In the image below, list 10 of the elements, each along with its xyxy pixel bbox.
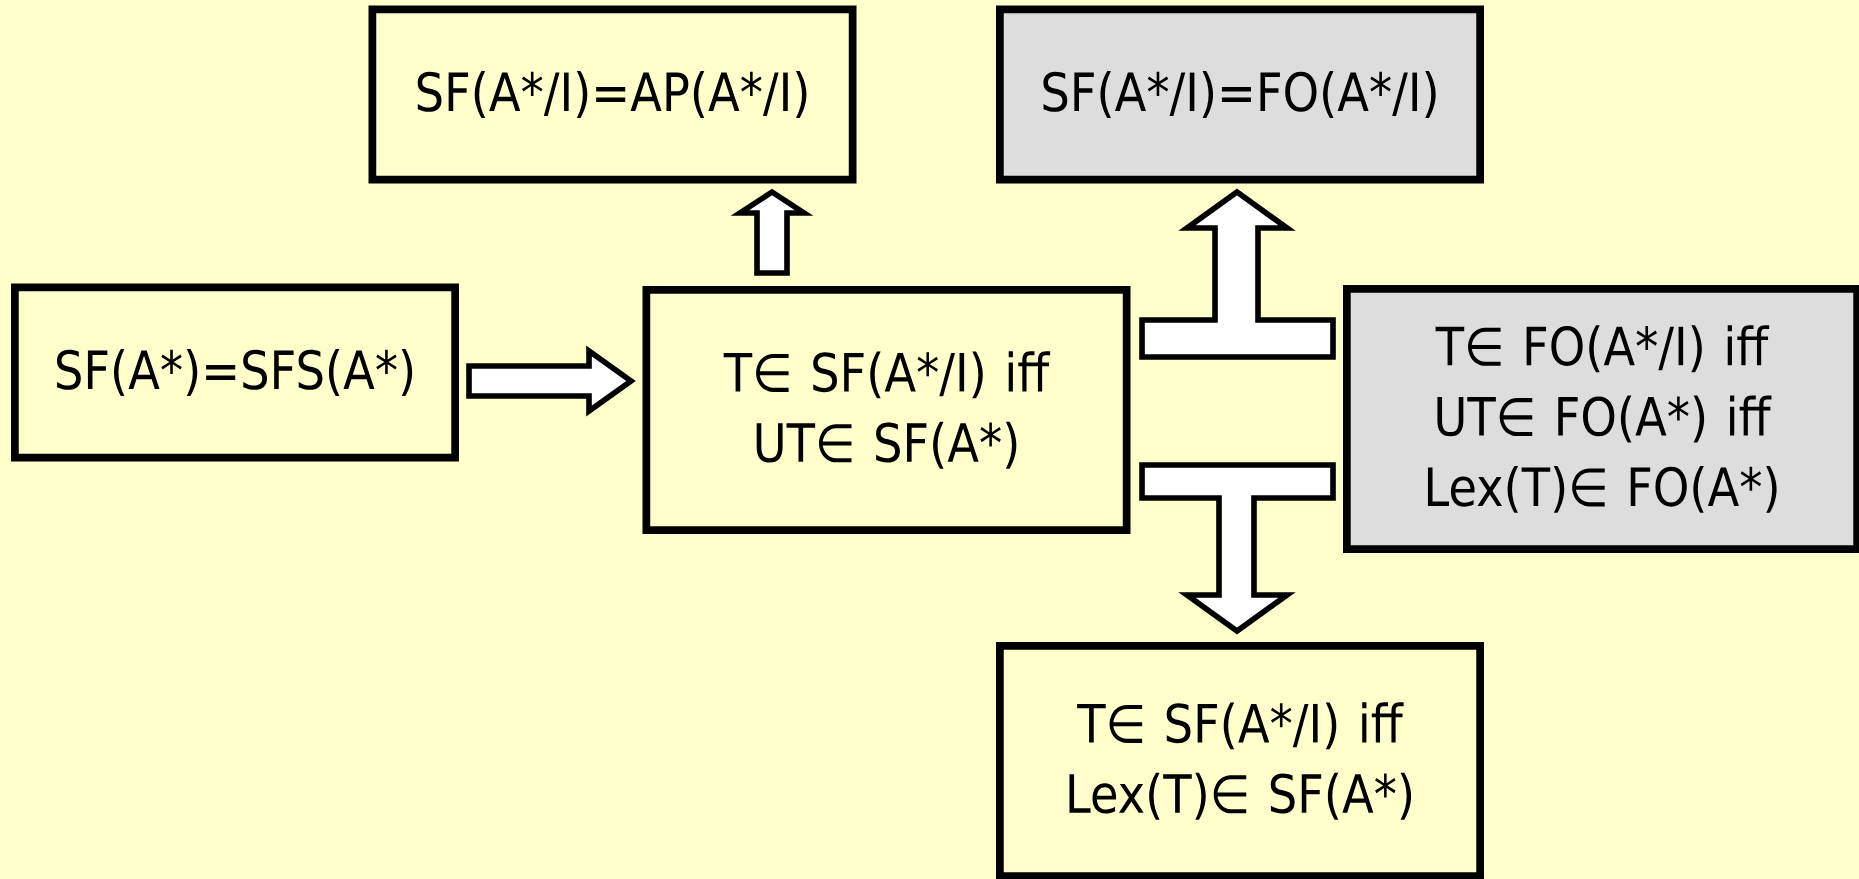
formula-box: T∈ SF(A*/I) iff Lex(T)∈ SF(A*) [996, 642, 1484, 879]
block-arrow [466, 345, 636, 417]
formula-box: T∈ SF(A*/I) iff UT∈ SF(A*) [642, 286, 1131, 534]
block-arrow [730, 188, 814, 276]
formula-box: SF(A*/I)=AP(A*/I) [368, 5, 857, 184]
formula-box: T∈ FO(A*/I) iff UT∈ FO(A*) iff Lex(T)∈ FO(A*) [1343, 285, 1859, 553]
block-arrow [1139, 188, 1336, 360]
formula-box: SF(A*)=SFS(A*) [11, 283, 459, 462]
block-arrow [1139, 462, 1336, 635]
formula-box: SF(A*/I)=FO(A*/I) [996, 5, 1484, 184]
